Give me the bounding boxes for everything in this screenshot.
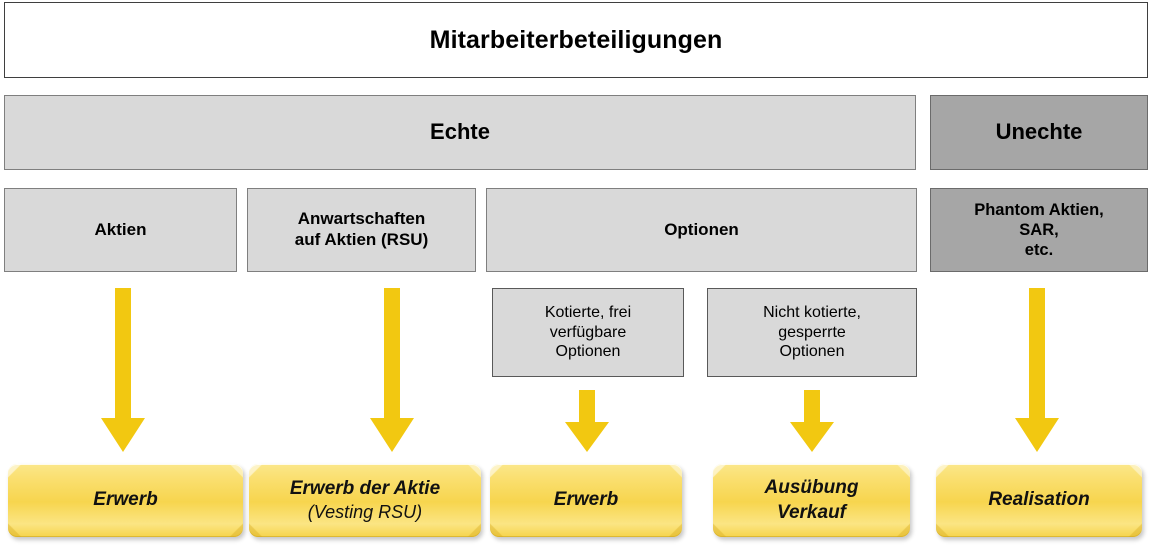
level2-label-phantom-line1: Phantom Aktien, xyxy=(974,200,1104,219)
level1-label-echte: Echte xyxy=(430,119,490,145)
level2-label-phantom-line2: SAR, xyxy=(1019,220,1059,239)
level3-label-nicht-kotierte-line3: Optionen xyxy=(779,343,845,361)
level2-label-anwartschaften-line2: auf Aktien (RSU) xyxy=(294,230,429,249)
arrow-aktien-to-erwerb xyxy=(99,288,147,454)
outcome-line1: Erwerb xyxy=(93,489,158,511)
outcome-button-erwerb-aktien[interactable]: Erwerb xyxy=(8,464,243,537)
level2-box-optionen: Optionen xyxy=(486,188,917,272)
outcome-button-ausuebung-verkauf[interactable]: Ausübung Verkauf xyxy=(713,464,910,537)
level3-label-nicht-kotierte: Nicht kotierte, gesperrte Optionen xyxy=(763,303,861,362)
level1-label-unechte: Unechte xyxy=(995,119,1083,145)
level3-box-nicht-kotierte-optionen: Nicht kotierte, gesperrte Optionen xyxy=(707,288,917,377)
level3-box-kotierte-optionen: Kotierte, frei verfügbare Optionen xyxy=(492,288,684,377)
level2-label-phantom-line3: etc. xyxy=(1024,241,1054,260)
outcome-button-erwerb-optionen[interactable]: Erwerb xyxy=(490,464,682,537)
level3-label-nicht-kotierte-line2: gesperrte xyxy=(778,323,846,341)
arrow-unechte-to-realisation xyxy=(1013,288,1061,454)
outcome-button-erwerb-der-aktie[interactable]: Erwerb der Aktie (Vesting RSU) xyxy=(249,464,481,537)
arrow-rsu-to-erwerb-der-aktie xyxy=(368,288,416,454)
level3-label-kotierte-line3: Optionen xyxy=(555,343,621,361)
outcome-line1: Erwerb der Aktie xyxy=(289,477,441,499)
level1-box-unechte: Unechte xyxy=(930,95,1148,170)
diagram-title-box: Mitarbeiterbeteiligungen xyxy=(4,2,1148,78)
page-title: Mitarbeiterbeteiligungen xyxy=(429,25,723,54)
outcome-label-ausuebung-verkauf: Ausübung Verkauf xyxy=(765,476,859,525)
outcome-line1: Erwerb xyxy=(553,489,619,511)
level2-box-phantom-aktien: Phantom Aktien, SAR, etc. xyxy=(930,188,1148,272)
outcome-line2: Verkauf xyxy=(777,501,846,523)
level2-label-anwartschaften: Anwartschaften auf Aktien (RSU) xyxy=(295,209,429,250)
outcome-label-erwerb-der-aktie: Erwerb der Aktie (Vesting RSU) xyxy=(290,477,440,524)
outcome-label-erwerb-aktien: Erwerb xyxy=(93,488,157,512)
level3-label-kotierte-line2: verfügbare xyxy=(549,323,627,341)
outcome-button-realisation[interactable]: Realisation xyxy=(936,464,1142,537)
outcome-line2: (Vesting RSU) xyxy=(307,502,423,523)
level3-label-nicht-kotierte-line1: Nicht kotierte, xyxy=(763,304,861,322)
outcome-label-erwerb-optionen: Erwerb xyxy=(554,488,618,512)
level2-label-optionen: Optionen xyxy=(664,219,739,239)
arrow-kotierte-to-erwerb xyxy=(563,390,611,454)
level2-label-anwartschaften-line1: Anwartschaften xyxy=(297,209,426,229)
level2-label-aktien: Aktien xyxy=(94,219,147,239)
arrow-nicht-kotierte-to-ausuebung xyxy=(788,390,836,454)
level3-label-kotierte: Kotierte, frei verfügbare Optionen xyxy=(545,303,631,362)
level2-box-anwartschaften: Anwartschaften auf Aktien (RSU) xyxy=(247,188,476,272)
outcome-label-realisation: Realisation xyxy=(988,488,1089,512)
level2-label-phantom: Phantom Aktien, SAR, etc. xyxy=(974,200,1104,260)
outcome-line1: Realisation xyxy=(988,489,1090,511)
level3-label-kotierte-line1: Kotierte, frei xyxy=(544,304,632,322)
outcome-line1: Ausübung xyxy=(764,477,859,499)
level1-box-echte: Echte xyxy=(4,95,916,170)
level2-box-aktien: Aktien xyxy=(4,188,237,272)
